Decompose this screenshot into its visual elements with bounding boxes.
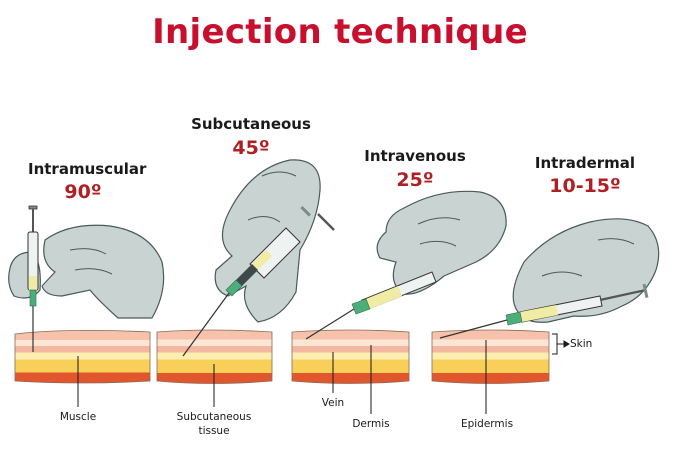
angle-intramuscular: 90º [28, 181, 138, 203]
hand-intravenous [377, 191, 506, 294]
angle-intravenous: 25º [360, 169, 470, 191]
syringe-intramuscular [28, 206, 38, 352]
panel-label-intradermal: Intradermal [530, 154, 640, 172]
panel-label-intramuscular: Intramuscular [28, 160, 138, 178]
caption-skin: Skin [570, 337, 604, 351]
skin-block-intramuscular [15, 330, 150, 383]
angle-subcutaneous: 45º [191, 137, 311, 159]
hand-subcutaneous [215, 160, 320, 322]
caption-dermis: Dermis [346, 417, 396, 431]
skin-block-intravenous [292, 330, 409, 384]
angle-intradermal: 10-15º [520, 175, 650, 197]
panel-label-intravenous: Intravenous [360, 147, 470, 165]
syringe-intravenous [306, 272, 436, 339]
panel-label-subcutaneous: Subcutaneous [191, 115, 311, 133]
caption-subcutaneous-line1: Subcutaneous [169, 410, 259, 424]
caption-muscle: Muscle [48, 410, 108, 424]
caption-vein: Vein [313, 396, 353, 410]
caption-epidermis: Epidermis [452, 417, 522, 431]
caption-subcutaneous-line2: tissue [169, 424, 259, 438]
skin-block-intradermal [432, 330, 549, 384]
